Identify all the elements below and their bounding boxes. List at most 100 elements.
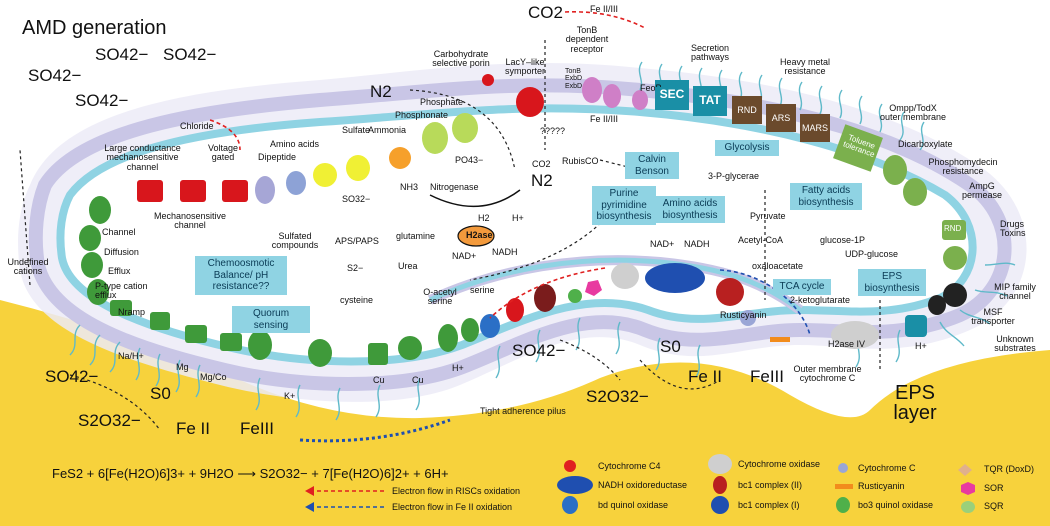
glucose1p-label: glucose-1P	[820, 235, 866, 245]
undefined-cations-label: Undefined cations	[7, 257, 49, 277]
s2o3-bottom-label: S2O32−	[586, 387, 649, 406]
mip-label: MIP family channel	[994, 282, 1036, 302]
hplus-h2-label: H+	[512, 213, 524, 223]
legend-bo3: bo3 quinol oxidase	[858, 500, 934, 510]
h-plus-right-label: H+	[915, 341, 927, 351]
green-channels	[79, 196, 479, 367]
ketoglutarate-label: 2-ketoglutarate	[790, 295, 851, 305]
fatty-acids-box: Fatty acids biosynthesis	[790, 183, 862, 210]
cysteine-label: cysteine	[340, 295, 374, 305]
nad2-label: NAD+	[650, 239, 675, 249]
ammonia-transporter	[389, 147, 411, 169]
h2-label: H2	[478, 213, 490, 223]
legend-flow-riscs: Electron flow in RISCs oxidation	[392, 486, 521, 496]
udp-label: UDP-glucose	[845, 249, 899, 259]
ammonia-label: Ammonia	[368, 125, 407, 135]
nad-label: NAD+	[452, 251, 477, 261]
eps-protein	[905, 315, 927, 337]
s2o3-left-label: S2O32−	[78, 411, 141, 430]
legend-cytc: Cytochrome C	[858, 463, 916, 473]
amino-acids-box: Amino acids biosynthesis	[655, 196, 725, 223]
legend-flow-fe: Electron flow in Fe II oxidation	[392, 502, 513, 512]
voltage-gated-label: Voltage gated	[207, 143, 239, 163]
carbohydrate-porin-label: Carbohydrate selective porin	[432, 49, 490, 69]
phosphate-transporter	[422, 113, 478, 154]
legend-sor: SOR	[984, 483, 1004, 493]
so4-bottom-label: SO42−	[512, 341, 566, 360]
rnd-label: RND	[732, 105, 762, 115]
sulfated-compounds-label: Sulfated compounds	[271, 231, 319, 251]
nitrogenase-label: Nitrogenase	[430, 182, 479, 192]
sulfate-ion-4: SO42−	[75, 91, 129, 110]
h2ase-label: H2ase	[466, 230, 493, 240]
sulfate-label: Sulfate	[342, 125, 371, 135]
red-flow-left	[209, 119, 241, 151]
calvin-benson-box: Calvin Benson	[625, 152, 679, 179]
legend-tqr: TQR (DoxD)	[984, 464, 1034, 474]
fe-bottom-label: Fe II/III	[590, 114, 619, 124]
po4-label: PO43−	[455, 155, 484, 165]
legend-bc1-ii: bc1 complex (II)	[738, 480, 803, 490]
dipeptide-transporter	[255, 176, 275, 204]
s2-label: S2−	[347, 263, 364, 273]
secretion-label: Secretion pathways	[690, 43, 730, 63]
cu2-label: Cu	[412, 375, 424, 385]
tonb-exbd-label: TonB ExbD ExbD	[565, 68, 583, 90]
quorum-sensing-box: Quorum sensing	[232, 306, 310, 333]
red-electron-flow	[489, 267, 606, 319]
feiii-bottom-label: FeIII	[750, 367, 785, 386]
serine-label: serine	[470, 285, 495, 295]
dicarboxylate-label: Dicarboxylate	[898, 139, 953, 149]
nadh-label: NADH	[492, 247, 518, 257]
metabolic-paths	[19, 40, 881, 431]
aps-label: APS/PAPS	[335, 236, 379, 246]
sulfate-transporter	[313, 155, 370, 187]
large-conductance-label: Large conductance mechanosensitive chann…	[104, 143, 181, 172]
legend-shapes	[557, 454, 975, 514]
feop-transporter	[632, 90, 648, 110]
h-plus-label: H+	[452, 363, 464, 373]
so3-label: SO32−	[342, 194, 371, 204]
blue-electron-flow	[719, 269, 811, 336]
three-p-label: 3-P-glycerae	[708, 171, 760, 181]
unknown-label: Unknown substrates	[994, 334, 1036, 354]
channel-label: Channel	[102, 227, 136, 237]
tight-adherence-label: Tight adherence pilus	[480, 406, 566, 416]
oxaloacetate-label: oxaloacetate	[752, 261, 804, 271]
outer-membrane-cyt-label: Outer membrane cytochrome C	[793, 364, 862, 384]
diffusion-label: Diffusion	[104, 247, 139, 257]
ampg-label: AmpG permease	[961, 181, 1003, 201]
phosphonate-label: Phosphonate	[395, 110, 449, 120]
legend-bd: bd quinol oxidase	[598, 500, 669, 510]
ompp-label: Ompp/TodX outer membrane	[879, 103, 947, 123]
co2-label: CO2	[528, 3, 563, 22]
feii-left-label: Fe II	[176, 419, 211, 438]
glutamine-label: glutamine	[396, 231, 436, 241]
toluene-protein	[833, 124, 883, 172]
legend-cyt-ox: Cytochrome oxidase	[738, 459, 821, 469]
mgco-label: Mg/Co	[200, 372, 227, 382]
sulfate-ion-2: SO42−	[163, 45, 217, 64]
rubisco-label: RubisCO	[562, 156, 599, 166]
cu1-label: Cu	[373, 375, 385, 385]
chloride-label: Chloride	[180, 121, 214, 131]
feii-bottom-label: Fe II	[688, 367, 723, 386]
k-label: K+	[284, 391, 296, 401]
n2-mid-label: N2	[531, 171, 553, 190]
sulfate-ion-3: SO42−	[28, 66, 82, 85]
rnd2-label: RND	[944, 224, 962, 233]
tonb-label: TonB dependent receptor	[565, 25, 609, 54]
pyrite-equation: FeS2 + 6[Fe(H2O)6]3+ + 9H2O ⟶ S2O32− + 7…	[52, 466, 449, 481]
feiii-left-label: FeIII	[240, 419, 275, 438]
tight-adherence-pilus	[299, 418, 451, 443]
mg-label: Mg	[176, 362, 189, 372]
questions-label: ?????	[540, 126, 566, 136]
mip-channel	[928, 283, 967, 315]
hase-iv-label: H2ase IV	[828, 339, 866, 349]
mechanosensitive-label: Mechanosensitive channel	[153, 211, 227, 231]
eps-layer-label: EPS layer	[893, 382, 937, 424]
sec-label: SEC	[655, 87, 689, 101]
red-flow-top	[564, 11, 646, 29]
